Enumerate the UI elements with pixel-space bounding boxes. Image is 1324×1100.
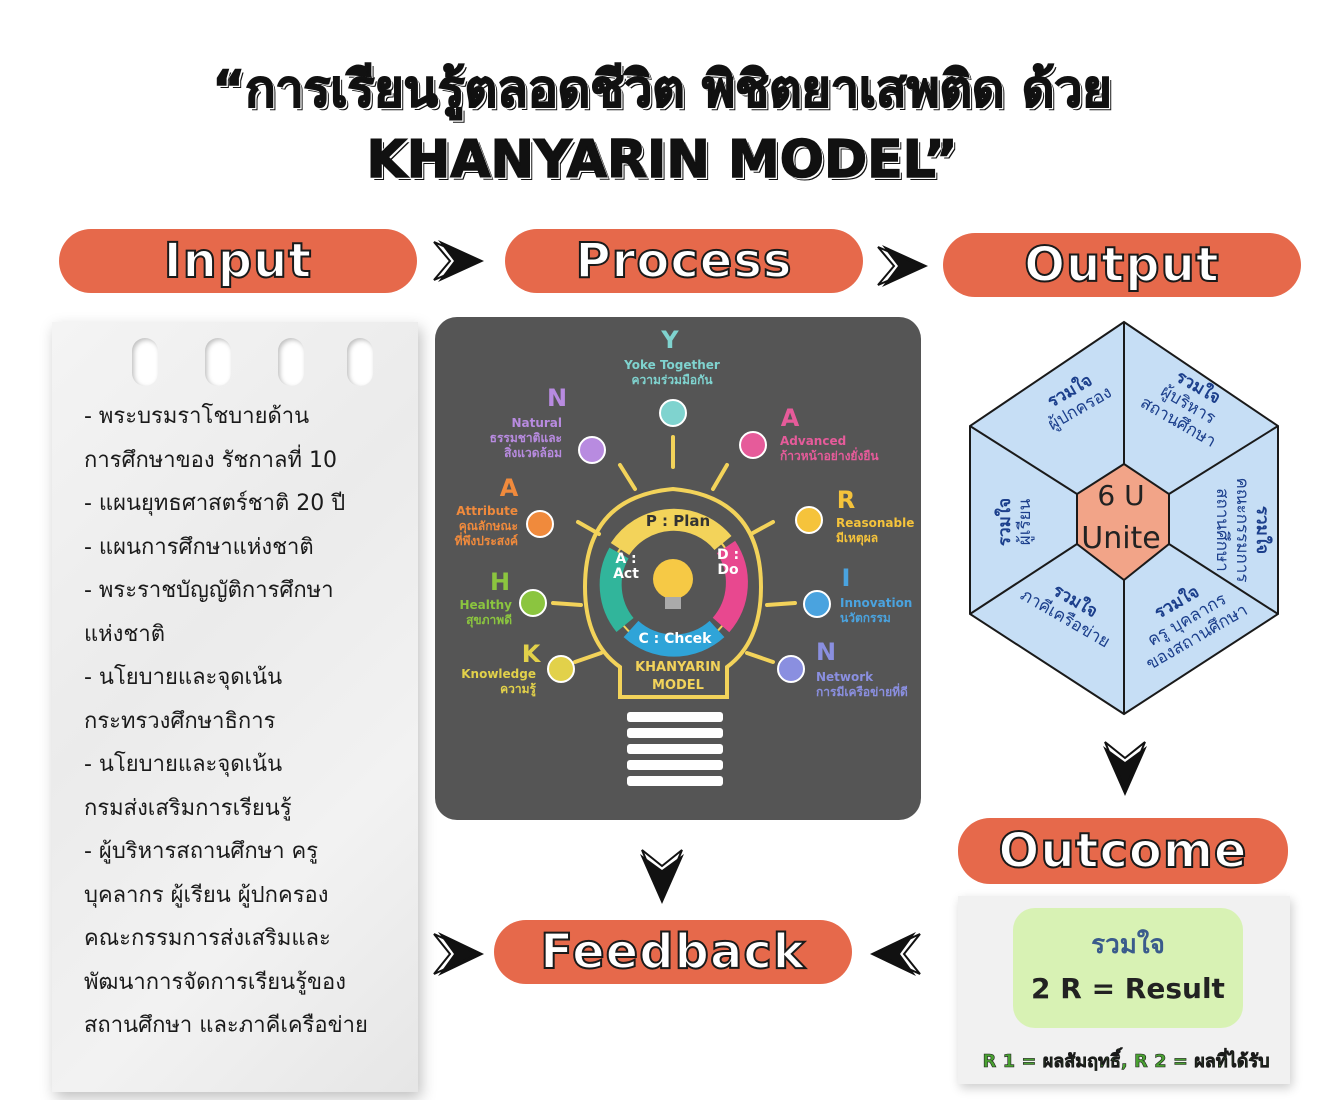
input-line: - นโยบายและจุดเน้น [84,752,283,777]
output-stage-pill: Output [943,233,1301,297]
element-th-attribute-2: ที่พึงประสงค์ [454,534,518,548]
nature-icon [578,436,606,464]
outcome-result: 2 R = Result [1031,972,1225,1005]
input-line: - แผนการศึกษาแห่งชาติ [84,534,314,560]
element-letter-k: K [521,640,541,668]
network-icon [777,655,805,683]
arrow-right-icon [877,245,928,287]
lightbulb-diagram [551,435,797,786]
paper-hole [132,338,158,386]
innovation-icon [803,590,831,618]
element-th-knowledge: ความรู้ [500,682,536,696]
page-title-line1: “การเรียนรู้ตลอดชีวิต พิชิตยาเสพติด ด้วย [212,59,1113,119]
output-stage-label: Output [1023,236,1220,294]
input-line: - พระราชบัญญัติการศึกษา [84,578,334,603]
element-en-reasonable: Reasonable [836,516,915,530]
input-paper [52,322,418,1092]
yoke-icon [659,399,687,427]
element-th-advanced: ก้าวหน้าอย่างยั่งยืน [780,449,879,463]
element-th-innovation: นวัตกรรม [840,611,891,625]
model-name-line2: MODEL [652,678,704,693]
outcome-stage-label: Outcome [998,822,1248,880]
element-th-healthy: สุขภาพดี [466,613,512,627]
outcome-footnote: R 1 = ผลสัมฤทธิ์, R 2 = ผลที่ได้รับ [982,1051,1270,1073]
element-en-healthy: Healthy [459,598,513,612]
element-letter-a: A [780,404,800,432]
arrow-right-icon [433,240,484,282]
input-stage-pill: Input [59,229,417,293]
knowledge-icon [547,655,575,683]
input-line: การศึกษาของ รัชกาลที่ 10 [84,447,338,473]
input-line: สถานศึกษา และภาคีเครือข่าย [84,1013,368,1038]
element-letter-a: A [499,474,519,502]
arrow-left-icon [870,932,921,976]
input-list: - พระบรมราโชบายด้าน การศึกษาของ รัชกาลที… [84,395,404,1048]
input-line: บุคลากร ผู้เรียน ผู้ปกครอง [84,882,329,908]
element-en-network: Network [816,670,874,684]
segment-body: ผู้เรียน [1015,498,1035,546]
health-icon [519,589,547,617]
outcome-head: รวมใจ [1091,930,1165,960]
input-line: คณะกรรมการส่งเสริมและ [84,926,331,951]
element-en-natural: Natural [511,416,562,430]
paper-hole [205,338,231,386]
arrow-right-icon [433,932,484,976]
input-stage-label: Input [163,232,313,290]
pdca-plan-label: P : Plan [645,512,711,530]
element-th-natural-2: สิ่งแวดล้อม [504,446,562,460]
element-th-attribute-1: คุณลักษณะ [458,519,518,533]
model-name-line1: KHANYARIN [635,660,721,675]
paper-hole [278,338,304,386]
input-line: พัฒนาการจัดการเรียนรู้ของ [84,969,347,995]
pdca-check-label: C : Chcek [638,631,712,647]
element-letter-h: H [489,568,511,596]
segment-head: รวมใจ [995,497,1015,547]
outcome-result-box [1013,908,1243,1028]
process-stage-pill: Process [505,229,863,293]
unite-center-line1: 6 U [1097,479,1145,512]
page-title-line2: KHANYARIN MODEL” [366,129,959,191]
outcome-stage-pill: Outcome [958,818,1288,884]
paper-hole [347,338,373,386]
element-th-y: ความร่วมมือกัน [631,373,713,387]
element-letter-r: R [836,486,856,514]
input-line: - พระบรมราโชบายด้าน [84,404,310,429]
element-letter-y: Y [661,326,679,354]
element-en-advanced: Advanced [780,434,847,448]
arrow-down-icon [1103,741,1147,796]
element-letter-n: N [546,384,568,412]
input-line: แห่งชาติ [84,621,165,647]
arrow-down-icon [640,849,684,904]
input-line: - ผู้บริหารสถานศึกษา ครู [84,839,319,864]
element-en-attribute: Attribute [456,504,518,518]
unite-hexagon [969,320,1279,716]
feedback-stage-pill: Feedback [494,920,852,984]
element-letter-n: N [815,638,837,666]
input-line: กรมส่งเสริมการเรียนรู้ [84,795,292,821]
element-en-innovation: Innovation [840,596,913,610]
element-th-natural-1: ธรรมชาติและ [489,431,562,445]
input-line: - นโยบายและจุดเน้น [84,665,283,690]
element-en-y: Yoke Together [624,358,720,372]
segment-head: รวมใจ [1252,505,1272,555]
element-letter-i: I [841,564,851,592]
segment-body-1: คณะกรรมการ [1232,477,1252,583]
element-th-network: การมีเครือข่ายที่ดี [816,685,908,699]
pdca-do-label: D : Do [716,547,740,578]
unite-center-line2: Unite [1081,521,1161,556]
input-line: กระทรวงศึกษาธิการ [84,708,276,734]
element-th-reasonable: มีเหตุผล [836,531,879,545]
input-line: - แผนยุทธศาสตร์ชาติ 20 ปี [84,491,346,516]
segment-body-2: สถานศึกษา [1212,488,1232,572]
rocket-icon [739,431,767,459]
segment-learners: รวมใจ ผู้เรียน [995,467,1035,577]
pdca-act-label: A : Act [613,551,639,582]
element-en-knowledge: Knowledge [461,667,536,681]
feedback-stage-label: Feedback [539,923,806,981]
attribute-icon [526,510,554,538]
lightbulb-icon [795,506,823,534]
process-stage-label: Process [575,232,793,290]
